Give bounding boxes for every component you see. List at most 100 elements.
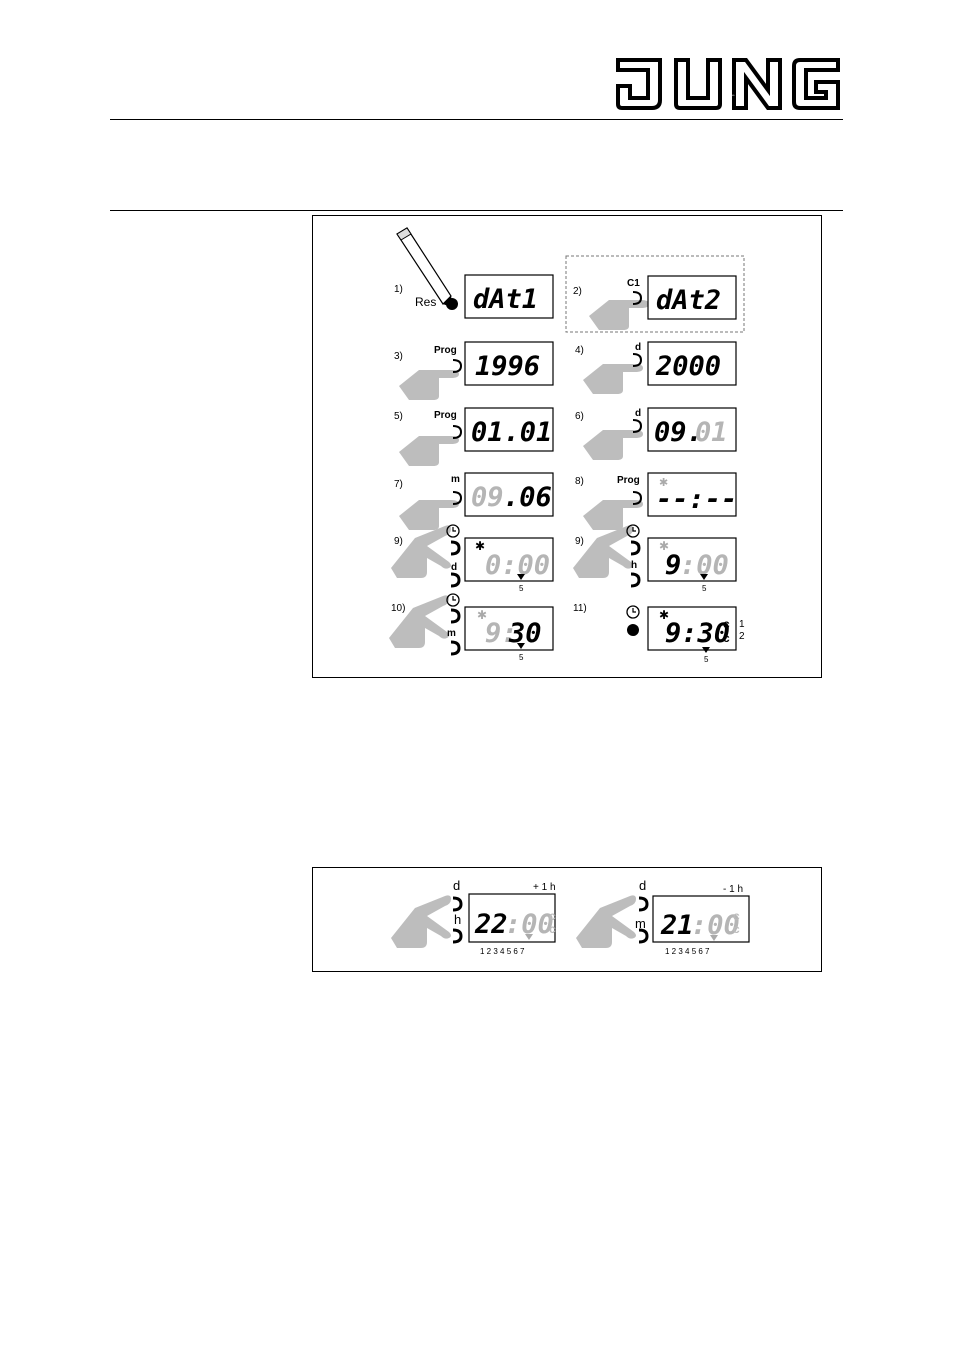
step-4: 4) d 2000 bbox=[575, 341, 737, 394]
day-marker-label: 5 bbox=[702, 584, 707, 593]
jung-logo: JUNG bbox=[616, 56, 842, 112]
step-number: 5) bbox=[394, 411, 403, 422]
step-7: 7) m 09 .06 bbox=[394, 472, 554, 530]
lcd-display bbox=[468, 893, 556, 943]
display-text: dAt2 bbox=[656, 285, 721, 316]
button-label: d bbox=[635, 408, 641, 419]
offset-label: + 1 h bbox=[533, 882, 556, 893]
button-label: Prog bbox=[617, 475, 640, 486]
step-number: 10) bbox=[391, 603, 405, 614]
panel-plus-one-hour: d h + 1 h 22 :00 c c 1 2 3 4 5 6 7 bbox=[391, 878, 556, 956]
lcd-display bbox=[647, 275, 737, 320]
step-number: 3) bbox=[394, 351, 403, 362]
lcd-display bbox=[464, 472, 554, 517]
display-text-dim: 9: bbox=[485, 618, 518, 649]
display-text-dim: 0:00 bbox=[485, 550, 550, 581]
button-label: d bbox=[635, 342, 641, 353]
panel-minus-one-hour: d m - 1 h 21 :00 c c 1 2 3 4 5 6 7 bbox=[576, 878, 750, 956]
button-icon bbox=[632, 291, 643, 305]
day-marker-icon bbox=[710, 935, 718, 941]
weekday-labels: 1 2 3 4 5 6 7 bbox=[480, 947, 525, 956]
step-number: 9) bbox=[394, 536, 403, 547]
button-label: d bbox=[453, 878, 460, 893]
header-rule bbox=[110, 119, 843, 120]
reset-button-icon bbox=[446, 298, 458, 310]
figure-summer-winter-time: d h + 1 h 22 :00 c c 1 2 3 4 5 6 7 d m -… bbox=[312, 867, 822, 972]
day-marker-label: 5 bbox=[519, 584, 524, 593]
clock-icon bbox=[626, 524, 640, 538]
lcd-display bbox=[647, 407, 737, 452]
button-icon bbox=[632, 353, 643, 367]
channel-c-icon: c bbox=[723, 631, 730, 645]
button-label: d bbox=[451, 562, 457, 573]
lcd-display bbox=[464, 606, 554, 651]
channel-label: 2 bbox=[739, 631, 745, 642]
lcd-display bbox=[464, 341, 554, 386]
step-number: 9) bbox=[575, 536, 584, 547]
logo-text: JUNG bbox=[729, 95, 735, 97]
day-marker-label: 5 bbox=[704, 655, 709, 664]
lcd-display bbox=[647, 472, 737, 517]
display-text-active: 9 bbox=[665, 550, 681, 581]
button-icon bbox=[632, 491, 643, 505]
button-label: d bbox=[639, 878, 646, 893]
figure-date-time-setting: 1) Res dAt1 2) C1 dAt2 3) Prog 1996 4) d bbox=[312, 215, 822, 678]
step-8: 8) Prog ✱ --:-- bbox=[575, 472, 737, 530]
clock-icon bbox=[626, 605, 640, 619]
button-icon bbox=[452, 425, 463, 439]
step-number: 1) bbox=[394, 284, 403, 295]
button-label: Prog bbox=[434, 345, 457, 356]
display-text: 9:30 bbox=[665, 618, 730, 649]
display-text-active: 09. bbox=[654, 417, 703, 448]
display-text: 1996 bbox=[475, 351, 540, 382]
step-5: 5) Prog 01.01 bbox=[394, 407, 554, 466]
display-text-active: 22 bbox=[474, 909, 508, 940]
channel-c-icon: c bbox=[549, 909, 556, 923]
lcd-display bbox=[464, 274, 554, 319]
offset-label: - 1 h bbox=[723, 884, 743, 895]
button-label: Prog bbox=[434, 410, 457, 421]
display-text: dAt1 bbox=[473, 284, 538, 315]
clock-icon bbox=[446, 593, 460, 607]
display-text-active: 21 bbox=[660, 910, 694, 941]
lcd-display bbox=[464, 537, 554, 582]
lcd-display bbox=[647, 341, 737, 386]
step-number: 2) bbox=[573, 286, 582, 297]
day-marker-icon bbox=[700, 574, 708, 580]
display-text: --:-- bbox=[656, 484, 737, 515]
channel-c-icon: c bbox=[733, 909, 740, 923]
step-11: 11) ✱ 9:30 c c 1 2 5 bbox=[573, 603, 745, 664]
step-3: 3) Prog 1996 bbox=[394, 341, 554, 400]
day-marker-icon bbox=[517, 643, 525, 649]
sun-icon: ✱ bbox=[477, 608, 487, 622]
button-label: C1 bbox=[627, 278, 640, 289]
optional-step-frame bbox=[565, 255, 745, 333]
sun-icon: ✱ bbox=[475, 539, 485, 553]
lcd-display bbox=[647, 537, 737, 582]
display-text-active: 30 bbox=[508, 618, 542, 649]
display-text-dim: 09 bbox=[471, 482, 504, 513]
button-icon bbox=[632, 419, 643, 433]
sun-icon: ✱ bbox=[659, 477, 668, 489]
sun-icon: ✱ bbox=[659, 608, 669, 622]
display-text: 01.01 bbox=[471, 417, 552, 448]
channel-c-icon: c bbox=[549, 922, 556, 936]
day-marker-icon bbox=[525, 934, 533, 940]
channel-label: 1 bbox=[739, 619, 745, 630]
button-icon bbox=[452, 359, 463, 373]
display-text: 2000 bbox=[655, 351, 721, 382]
button-label: m bbox=[635, 916, 646, 931]
step-number: 7) bbox=[394, 479, 403, 490]
step-9a: 9) d ✱ 0:00 5 bbox=[391, 524, 554, 593]
button-label: h bbox=[454, 912, 461, 927]
sun-icon: ✱ bbox=[659, 539, 669, 553]
step-6: 6) d 09. 01 bbox=[575, 407, 737, 460]
button-label: h bbox=[631, 560, 637, 571]
step-1: 1) Res dAt1 bbox=[394, 227, 554, 319]
step-number: 11) bbox=[573, 603, 587, 614]
lcd-display bbox=[464, 407, 554, 452]
lcd-display bbox=[652, 895, 750, 943]
day-marker-icon bbox=[702, 647, 710, 653]
channel-c-icon: c bbox=[723, 617, 730, 631]
day-marker-label: 5 bbox=[519, 653, 524, 662]
